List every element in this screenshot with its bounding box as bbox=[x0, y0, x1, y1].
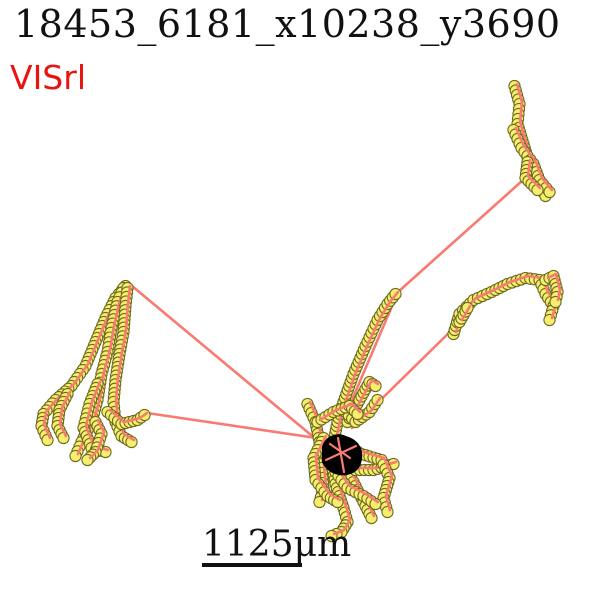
branch-segment bbox=[108, 408, 126, 424]
branch bbox=[453, 301, 474, 329]
branch-segment bbox=[526, 158, 532, 178]
branch-segment bbox=[508, 274, 530, 284]
branch-segment bbox=[42, 410, 48, 426]
branch-segment bbox=[314, 434, 328, 458]
branch-segment bbox=[84, 400, 94, 428]
branch bbox=[81, 415, 108, 467]
branch-segment bbox=[378, 300, 392, 320]
branch bbox=[51, 387, 74, 445]
branch-segment bbox=[522, 144, 538, 164]
branch-segment bbox=[86, 338, 100, 366]
branch-segment bbox=[388, 290, 400, 304]
branch-segment bbox=[366, 316, 382, 346]
branch-segment bbox=[554, 272, 562, 292]
node-marker bbox=[365, 511, 378, 525]
connection-line bbox=[145, 411, 332, 442]
branch-segment bbox=[382, 456, 394, 478]
branch-segment bbox=[114, 376, 120, 402]
soma-segment bbox=[324, 444, 358, 462]
branch-segment bbox=[58, 406, 64, 426]
branch-segment bbox=[556, 288, 562, 302]
specimen-title: 18453_6181_x10238_y3690 bbox=[14, 2, 561, 46]
branch-segment bbox=[546, 272, 558, 280]
branch-segment bbox=[72, 362, 90, 386]
branch-segment bbox=[460, 304, 472, 322]
branch-segment bbox=[515, 82, 524, 104]
soma-segment bbox=[336, 436, 346, 474]
branch-segment bbox=[314, 454, 320, 480]
branch-segment bbox=[518, 120, 528, 144]
branch-segment bbox=[350, 402, 362, 414]
branch-segment bbox=[362, 450, 386, 460]
branch-segment bbox=[514, 126, 526, 148]
branch-segment bbox=[122, 416, 142, 424]
branch-segment bbox=[342, 518, 352, 532]
branch-segment bbox=[112, 298, 122, 328]
branch-segment bbox=[318, 408, 338, 422]
branch-segment bbox=[96, 314, 110, 342]
branch-segment bbox=[96, 418, 106, 434]
branch-segment bbox=[518, 100, 524, 124]
soma bbox=[321, 434, 363, 476]
branch-segment bbox=[534, 160, 544, 180]
connection-line bbox=[396, 170, 534, 294]
branch-segment bbox=[332, 528, 346, 536]
branch-segment bbox=[492, 280, 512, 292]
branch-segment bbox=[334, 402, 354, 412]
branch-segment bbox=[102, 348, 112, 374]
branch-segment bbox=[328, 492, 342, 502]
branch-segment bbox=[526, 274, 544, 280]
branch-segment bbox=[360, 378, 374, 400]
branch-segment bbox=[322, 464, 328, 488]
branch-segment bbox=[126, 284, 132, 306]
node-marker bbox=[57, 431, 70, 445]
branch-segment bbox=[122, 432, 136, 442]
branch-segment bbox=[58, 422, 68, 438]
branch-segment bbox=[474, 288, 496, 300]
branch-segment bbox=[316, 476, 332, 496]
branch-segment bbox=[354, 342, 370, 374]
branch bbox=[519, 155, 544, 197]
dendrite-branches bbox=[35, 79, 564, 543]
branch-segment bbox=[384, 494, 392, 512]
branch-segment bbox=[348, 484, 368, 496]
branch-segment bbox=[108, 324, 116, 352]
brain-region-label: VISrl bbox=[10, 58, 86, 97]
branch bbox=[539, 269, 564, 309]
branch-segment bbox=[96, 430, 106, 452]
node-marker bbox=[41, 433, 54, 447]
branch-segment bbox=[124, 302, 130, 332]
branch-segment bbox=[370, 396, 382, 412]
node-marker bbox=[381, 505, 394, 519]
branch-segment bbox=[88, 448, 100, 460]
branch-segment bbox=[116, 350, 124, 380]
branch-segment bbox=[540, 176, 554, 192]
branch bbox=[311, 399, 364, 429]
scale-bar bbox=[202, 563, 302, 567]
branch-segment bbox=[42, 422, 52, 440]
branch-segment bbox=[384, 474, 394, 498]
branch-segment bbox=[370, 378, 380, 386]
branch bbox=[101, 405, 151, 431]
branch-segment bbox=[526, 174, 542, 190]
connection-line bbox=[130, 284, 337, 457]
branch-segment bbox=[120, 328, 128, 354]
branch-segment bbox=[344, 504, 352, 522]
branch-segment bbox=[344, 370, 358, 402]
branch-segment bbox=[44, 396, 60, 414]
branch-segment bbox=[364, 492, 380, 504]
scale-bar-label: 1125μm bbox=[202, 524, 352, 565]
branch-segment bbox=[138, 411, 149, 420]
branch-segment bbox=[90, 380, 102, 404]
branch-segment bbox=[60, 390, 72, 410]
